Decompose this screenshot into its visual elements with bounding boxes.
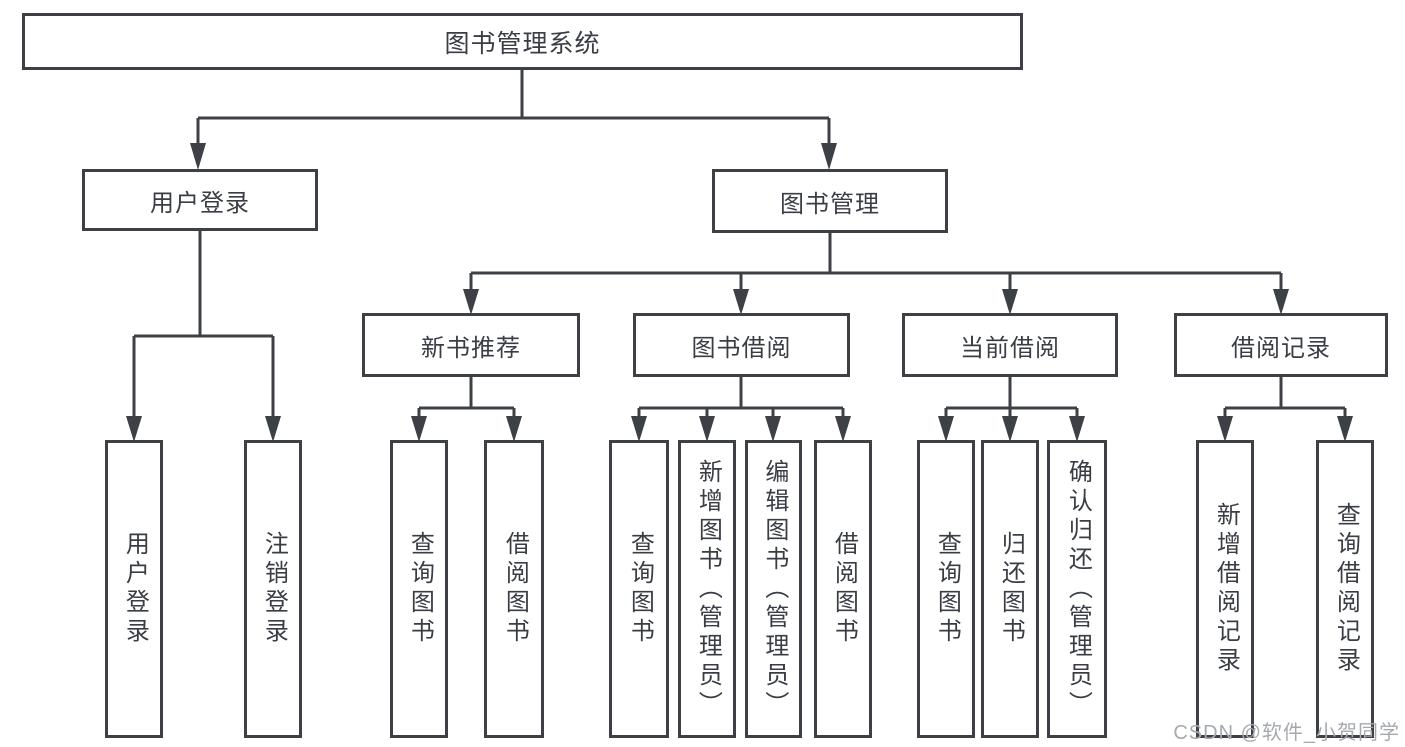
leaf-newbook-borrow-books: 借阅图书	[484, 440, 544, 738]
node-new-book-recommend: 新书推荐	[362, 313, 580, 377]
connector-newbook-to-leaves	[417, 377, 516, 418]
leaf-current-confirm-return-admin: 确认归还（管理员）	[1047, 440, 1107, 738]
leaf-borrow-borrow-books: 借阅图书	[814, 440, 872, 738]
leaf-borrow-query-books: 查询图书	[609, 440, 669, 738]
leaf-records-query-record: 查询借阅记录	[1316, 440, 1374, 738]
leaf-user-login: 用户登录	[105, 440, 163, 738]
connector-bookmgmt-to-level3	[469, 233, 1283, 291]
connector-root-to-level2	[196, 68, 831, 145]
leaf-records-add-record: 新增借阅记录	[1196, 440, 1254, 738]
leaf-logout: 注销登录	[244, 440, 302, 738]
connector-bookborrow-to-leaves	[637, 377, 845, 418]
leaf-current-query-books: 查询图书	[917, 440, 975, 738]
leaf-newbook-query-books: 查询图书	[390, 440, 448, 738]
node-user-login: 用户登录	[82, 169, 318, 231]
connector-userlogin-to-leaves	[132, 231, 275, 418]
leaf-borrow-edit-books-admin: 编辑图书（管理员）	[745, 440, 802, 738]
node-book-management: 图书管理	[712, 169, 948, 233]
leaf-current-return-books: 归还图书	[981, 440, 1039, 738]
connector-currentborrow-to-leaves	[944, 377, 1079, 418]
node-borrow-records: 借阅记录	[1174, 313, 1388, 377]
leaf-borrow-add-books-admin: 新增图书（管理员）	[678, 440, 736, 738]
node-book-borrow: 图书借阅	[633, 313, 850, 377]
node-library-management-system: 图书管理系统	[22, 13, 1023, 70]
watermark-text: CSDN @软件_小贺同学	[1173, 722, 1400, 744]
node-current-borrow: 当前借阅	[902, 313, 1118, 377]
connector-records-to-leaves	[1223, 377, 1347, 418]
